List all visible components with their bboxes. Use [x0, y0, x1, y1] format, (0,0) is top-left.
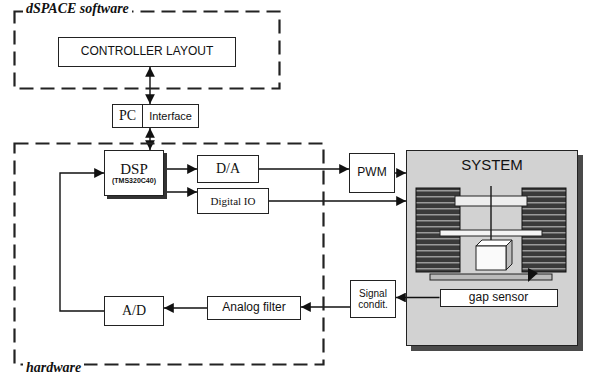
sensor-box: gap sensor [440, 289, 558, 307]
box-label: A/D [122, 303, 146, 318]
box-label: DSP [120, 161, 148, 178]
box-label: PWM [357, 166, 386, 179]
interface-box: PCInterface [112, 104, 199, 128]
system-panel [406, 150, 578, 346]
signal-arrow [164, 307, 207, 308]
dashed-border [15, 12, 280, 89]
box-label: SYSTEM [461, 157, 523, 174]
load-side [506, 240, 512, 270]
software-region: dSPACE softwareCONTROLLER LAYOUT [13, 10, 281, 90]
box-label: gap sensor [469, 291, 528, 304]
process-box: CONTROLLER LAYOUT [58, 37, 236, 67]
rod [490, 186, 492, 246]
signal-arrow [259, 168, 349, 169]
signal-arrow [301, 306, 350, 307]
converter-box: A/D [104, 296, 164, 326]
dashed-border [15, 144, 324, 365]
box-sublabel: Interface [142, 105, 198, 127]
signal-arrow [60, 173, 104, 311]
filter-box: Analog filter [207, 296, 301, 320]
signal-arrow [149, 67, 150, 104]
signal-arrow [164, 168, 197, 169]
box-label: CONTROLLER LAYOUT [81, 45, 213, 58]
system-box: SYSTEM gap sensor [406, 150, 578, 346]
io-box: Digital IO [197, 188, 269, 214]
box-label: Digital IO [211, 195, 256, 207]
processor-box: DSP(TMS320C40) [104, 150, 164, 196]
conditioner-box: Signal condit. [350, 280, 396, 318]
box-label: D/A [216, 161, 240, 176]
box-label: PC [113, 105, 142, 127]
region-label: hardware [23, 360, 84, 375]
flag-symbol [528, 268, 538, 282]
hardware-region: hardwareDSP(TMS320C40)D/ADigital IOAnalo… [13, 142, 325, 366]
box-label: Analog filter [222, 301, 285, 314]
signal-arrow [164, 191, 197, 192]
converter-box: D/A [197, 155, 259, 183]
dashed-outline [13, 142, 325, 366]
region-label: dSPACE software [23, 1, 132, 16]
box-sublabel: (TMS320C40) [112, 177, 156, 185]
signal-arrow [396, 297, 440, 298]
box-label: Signal condit. [351, 288, 395, 310]
signal-arrow [149, 128, 150, 150]
signal-arrow [269, 200, 406, 201]
load-block [476, 246, 506, 270]
driver-box: PWM [349, 153, 395, 193]
signal-arrow [395, 172, 406, 173]
